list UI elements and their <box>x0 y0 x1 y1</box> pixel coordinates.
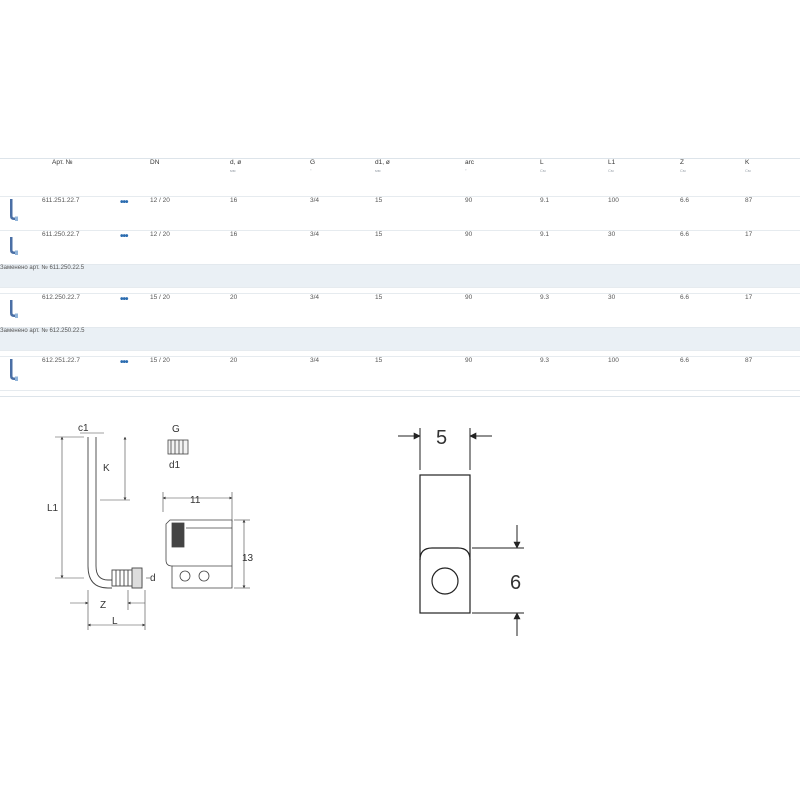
cell-k: 17 <box>745 230 800 265</box>
elbow-pipe-drawing <box>55 432 150 630</box>
col-header-dn[interactable]: DN <box>150 159 160 166</box>
cell-d1: 15 <box>375 196 465 231</box>
label-k: K <box>103 463 110 474</box>
more-dots-icon[interactable]: ••• <box>120 231 128 242</box>
label-d: d <box>150 573 156 584</box>
label-z: Z <box>100 600 106 611</box>
cell-l: 9.1 <box>540 196 608 231</box>
elbow-pipe-thumbnail-icon[interactable] <box>0 294 20 322</box>
cell-g: 3/4 <box>310 230 375 265</box>
thread-fitting-drawing <box>167 439 189 455</box>
cell-dn: 12 / 20 <box>150 196 230 231</box>
col-header-arc[interactable]: arc° <box>465 159 475 173</box>
cell-d: 20 <box>230 356 310 391</box>
cell-d: 16 <box>230 230 310 265</box>
more-dots-icon[interactable]: ••• <box>120 357 128 368</box>
cell-arc: 90 <box>465 293 540 328</box>
label-clip-height: 6 <box>510 572 521 594</box>
label-bracket-height: 13 <box>242 553 254 564</box>
cell-l1: 100 <box>608 356 680 391</box>
cell-l1: 30 <box>608 293 680 328</box>
cell-d1: 15 <box>375 230 465 265</box>
cell-k: 87 <box>745 356 800 391</box>
cell-z: 6.6 <box>680 196 745 231</box>
elbow-pipe-thumbnail-icon[interactable] <box>0 197 20 225</box>
cell-l1: 30 <box>608 230 680 265</box>
label-l1: L1 <box>47 503 59 514</box>
table-row[interactable]: 611.250.22.7 ••• 12 / 20 16 3/4 15 90 9.… <box>0 230 800 265</box>
cell-l: 9.3 <box>540 356 608 391</box>
more-dots-icon[interactable]: ••• <box>120 197 128 208</box>
art-number[interactable]: 611.251.22.7 <box>40 196 120 231</box>
cell-g: 3/4 <box>310 356 375 391</box>
elbow-pipe-thumbnail-icon[interactable] <box>0 357 20 385</box>
cell-z: 6.6 <box>680 356 745 391</box>
table-row[interactable]: 612.251.22.7 ••• 15 / 20 20 3/4 15 90 9.… <box>0 356 800 391</box>
art-number[interactable]: 612.251.22.7 <box>40 356 120 391</box>
cell-l: 9.1 <box>540 230 608 265</box>
mounting-bracket-drawing <box>162 492 250 589</box>
table-row[interactable]: 611.251.22.7 ••• 12 / 20 16 3/4 15 90 9.… <box>0 196 800 231</box>
label-l: L <box>112 616 118 627</box>
cell-d1: 15 <box>375 356 465 391</box>
col-header-art[interactable]: Арт. № <box>52 159 73 166</box>
label-d1: d1 <box>169 460 181 471</box>
art-number[interactable]: 611.250.22.7 <box>40 230 120 265</box>
cell-z: 6.6 <box>680 293 745 328</box>
label-bracket-width: 11 <box>190 495 201 506</box>
cell-d: 16 <box>230 196 310 231</box>
cell-l1: 100 <box>608 196 680 231</box>
table-row[interactable]: 612.250.22.7 ••• 15 / 20 20 3/4 15 90 9.… <box>0 293 800 328</box>
elbow-pipe-thumbnail-icon[interactable] <box>0 231 20 259</box>
art-number[interactable]: 612.250.22.7 <box>40 293 120 328</box>
cell-dn: 15 / 20 <box>150 293 230 328</box>
cell-dn: 12 / 20 <box>150 230 230 265</box>
cell-k: 87 <box>745 196 800 231</box>
label-clip-width: 5 <box>436 427 447 449</box>
cell-arc: 90 <box>465 196 540 231</box>
cell-g: 3/4 <box>310 196 375 231</box>
cell-g: 3/4 <box>310 293 375 328</box>
cell-z: 6.6 <box>680 230 745 265</box>
more-dots-icon[interactable]: ••• <box>120 294 128 305</box>
replacement-note: Заменено арт. № 611.250.22.5 <box>0 264 800 288</box>
technical-drawings: c1 K L1 d Z L G d1 11 13 <box>47 423 524 636</box>
cell-arc: 90 <box>465 230 540 265</box>
cell-arc: 90 <box>465 356 540 391</box>
cell-k: 17 <box>745 293 800 328</box>
clip-drawing <box>398 428 524 636</box>
cell-l: 9.3 <box>540 293 608 328</box>
cell-d: 20 <box>230 293 310 328</box>
col-header-g[interactable]: G" <box>310 159 316 173</box>
cell-dn: 15 / 20 <box>150 356 230 391</box>
replacement-note: Заменено арт. № 612.250.22.5 <box>0 327 800 351</box>
label-g: G <box>172 424 180 435</box>
label-c1: c1 <box>78 423 89 434</box>
cell-d1: 15 <box>375 293 465 328</box>
